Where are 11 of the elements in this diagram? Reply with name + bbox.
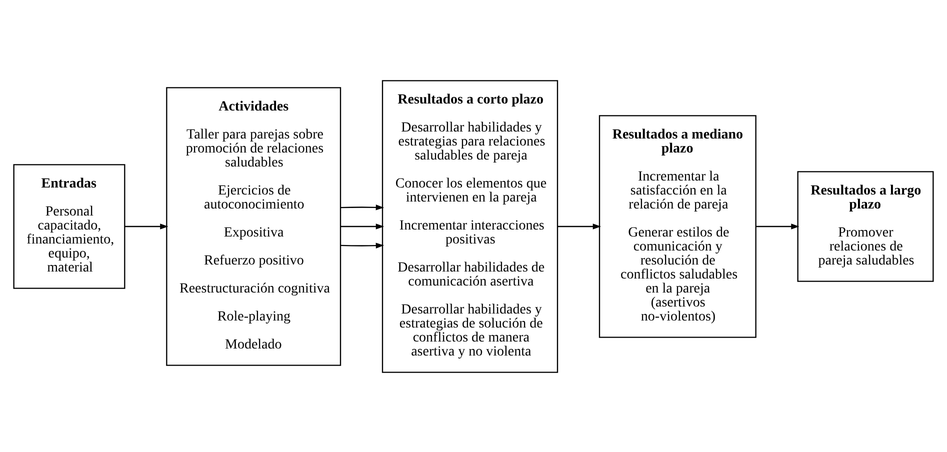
node-box: Actividades Taller para parejas sobre promoción de relaciones saludables Ejercicios de autoconocimiento Expositiva Refuerzo positivo Reestructuración cognitiva Role-playing Modelado (166, 86, 342, 366)
node-box: Entradas Personal capacitado, financiamiento, equipo, material (13, 164, 126, 288)
node-box: Resultados a corto plazo Desarrollar habilidades y estrategias para relaciones saludables de pareja Conocer los elementos que intervienen en la pareja Incrementar interacciones positivas Desarrollar habilidades de comunicación asertiva Desarrollar habilidades y estrategias de solución de conflictos de manera asertiva y no violenta (382, 80, 558, 372)
arrow (125, 223, 168, 229)
arrow (340, 204, 384, 210)
arrow (558, 223, 602, 229)
node-box: Resultados a largo plazo Promover relaciones de pareja saludables (797, 170, 934, 282)
arrow (340, 223, 384, 229)
arrow (340, 242, 384, 248)
arrow (756, 223, 800, 229)
node-box: Resultados a mediano plazo Incrementar la satisfacción en la relación de pareja Generar estilos de comunicación y resolución de conflictos saludables en la pareja (asertivos no-violentos) (598, 114, 756, 338)
